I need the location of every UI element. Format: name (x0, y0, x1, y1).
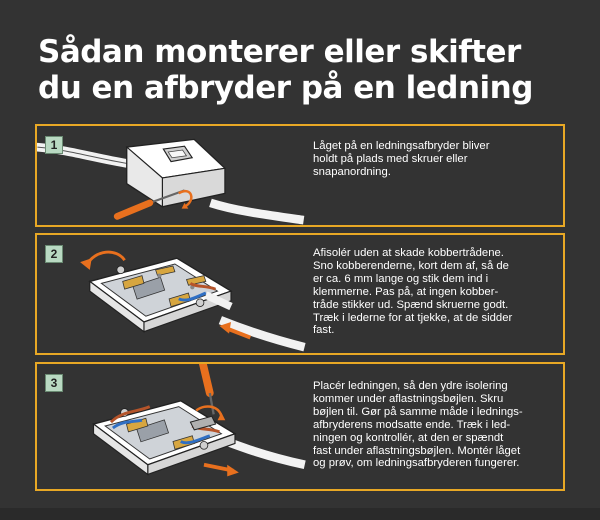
step-1-instruction: Låget på en ledningsafbryder bliver hold… (313, 140, 490, 178)
step-3-illustration (91, 364, 306, 477)
step-2-panel: 2 Afisolér u (35, 233, 565, 355)
step-2-instruction: Afisolér uden at skade kobbertrådene. Sn… (313, 247, 513, 337)
switch-base-open (88, 257, 233, 333)
step-3-number-badge: 3 (45, 374, 63, 392)
step-1-number-badge: 1 (45, 136, 63, 154)
screwdriver-icon (198, 364, 215, 415)
step-3-instruction: Placér ledningen, så den ydre isolering … (313, 380, 523, 470)
page-title: Sådan monterer eller skifter du en afbry… (38, 34, 533, 106)
step-2-number-badge: 2 (45, 245, 63, 263)
switch-housing (125, 138, 227, 208)
step-3-panel: 3 Placér l (35, 362, 565, 491)
step-2-illustration (80, 250, 306, 352)
step-1-panel: 1 Låget på en ledningsafbryder bliver ho… (35, 124, 565, 227)
switch-base-wired (91, 400, 237, 476)
step-1-illustration (37, 138, 305, 225)
footer-bar (0, 508, 600, 520)
